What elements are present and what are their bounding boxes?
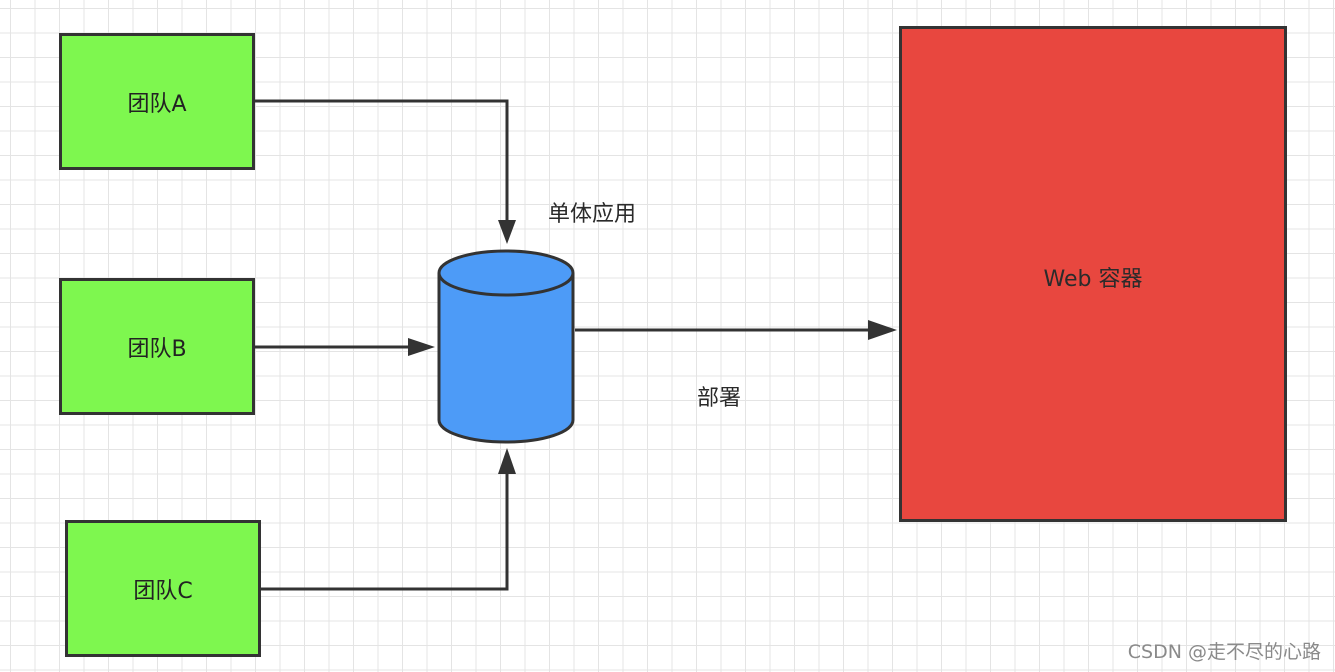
database-cylinder-icon: [437, 249, 575, 444]
web-container-box: Web 容器: [899, 26, 1287, 522]
web-container-label: Web 容器: [1043, 267, 1143, 292]
team-a-box: 团队A: [59, 33, 255, 170]
team-c-box: 团队C: [65, 520, 261, 657]
team-a-label: 团队A: [127, 91, 187, 117]
arrowhead-container: [868, 320, 897, 340]
arrow-team-a-to-app: [255, 99, 509, 222]
team-b-box: 团队B: [59, 278, 255, 415]
team-b-label: 团队B: [127, 336, 187, 362]
arrowhead-team-c: [498, 448, 516, 474]
team-c-label: 团队C: [133, 578, 193, 604]
arrowhead-team-a: [498, 220, 516, 244]
deploy-label: 部署: [697, 386, 742, 411]
monolith-app-label: 单体应用: [548, 202, 637, 227]
arrowhead-team-b: [408, 338, 435, 356]
watermark: CSDN @走不尽的心路: [1127, 641, 1321, 663]
arrow-team-c-to-app: [261, 473, 509, 591]
